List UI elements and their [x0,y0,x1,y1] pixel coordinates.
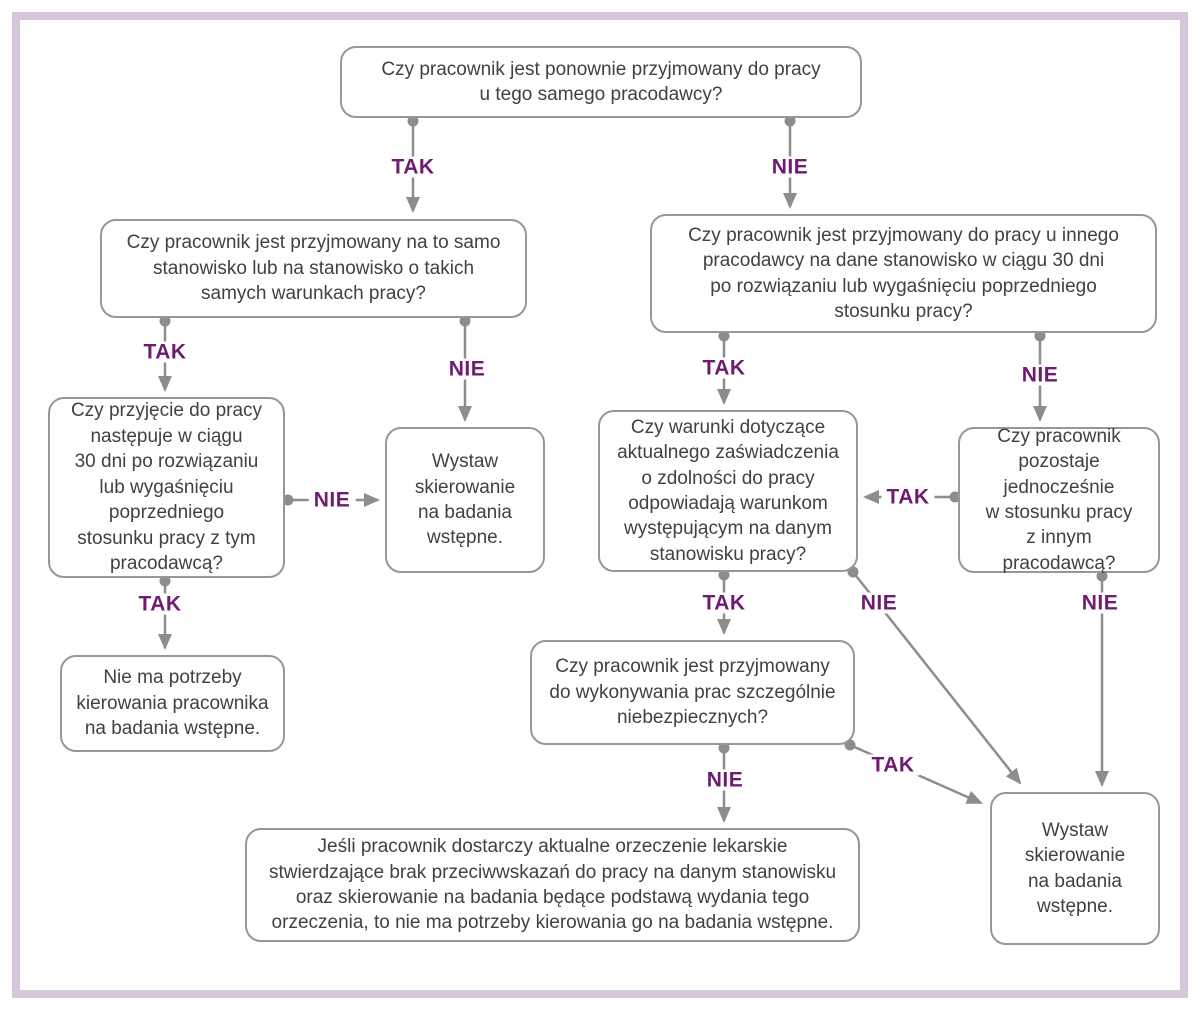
edge-label-tak-q5-q7: TAK [697,592,751,614]
edge-label-nie-q7-r3: NIE [701,769,749,791]
edge-label-tak-q6-q5: TAK [881,486,935,508]
edge-label-nie-q5-r4: NIE [855,592,903,614]
node-text: Czy pracownik jest ponownie przyjmowany … [381,58,821,105]
node-question-same-position: Czy pracownik jest przyjmowany na to sam… [100,219,527,318]
edge-label-tak-q3-q5: TAK [697,357,751,379]
edge-label-tak-q1-q2: TAK [386,156,440,178]
node-question-particularly-dangerous-work: Czy pracownik jest przyjmowany do wykony… [530,640,855,745]
node-text: Czy przyjęcie do pracy następuje w ciągu… [70,400,263,575]
edge-label-nie-q3-q6: NIE [1016,364,1064,386]
edge-label-nie-q2-r1: NIE [443,358,491,380]
node-result-no-referral-needed: Nie ma potrzeby kierowania pracownika na… [60,655,285,752]
edge-label-tak-q4-r2: TAK [133,593,187,615]
node-text: Wystaw skierowanie na badania wstępne. [414,451,516,549]
node-text: Nie ma potrzeby kierowania pracownika na… [76,667,269,740]
node-text: Czy warunki dotyczące aktualnego zaświad… [617,416,839,565]
node-text: Czy pracownik jest przyjmowany na to sam… [126,232,501,305]
node-text: Czy pracownik pozostaje jednocześnie w s… [985,425,1133,574]
node-result-current-certificate-sufficient: Jeśli pracownik dostarczy aktualne orzec… [245,828,860,942]
node-result-issue-referral-right: Wystaw skierowanie na badania wstępne. [990,792,1160,945]
edge-label-tak-q7-r4: TAK [866,754,920,776]
node-text: Czy pracownik jest przyjmowany do pracy … [688,224,1119,322]
node-question-other-employer-30-days: Czy pracownik jest przyjmowany do pracy … [650,214,1157,333]
node-question-simultaneous-employment: Czy pracownik pozostaje jednocześnie w s… [958,426,1160,574]
node-text: Jeśli pracownik dostarczy aktualne orzec… [268,836,837,934]
node-question-rehired-same-employer: Czy pracownik jest ponownie przyjmowany … [340,46,862,118]
edge-label-nie-q6-r4: NIE [1076,592,1124,614]
node-result-issue-referral-left: Wystaw skierowanie na badania wstępne. [385,427,545,573]
node-text: Wystaw skierowanie na badania wstępne. [1024,819,1126,917]
edge-label-nie-q4-r1: NIE [308,489,356,511]
edge-label-tak-q2-q4: TAK [138,341,192,363]
node-question-hired-within-30-days-same-employer: Czy przyjęcie do pracy następuje w ciągu… [48,397,285,578]
arrow-origin-dots [159,115,1108,754]
node-question-certificate-conditions-match: Czy warunki dotyczące aktualnego zaświad… [598,410,858,572]
edge-label-nie-q1-q3: NIE [766,156,814,178]
node-text: Czy pracownik jest przyjmowany do wykony… [549,656,836,729]
